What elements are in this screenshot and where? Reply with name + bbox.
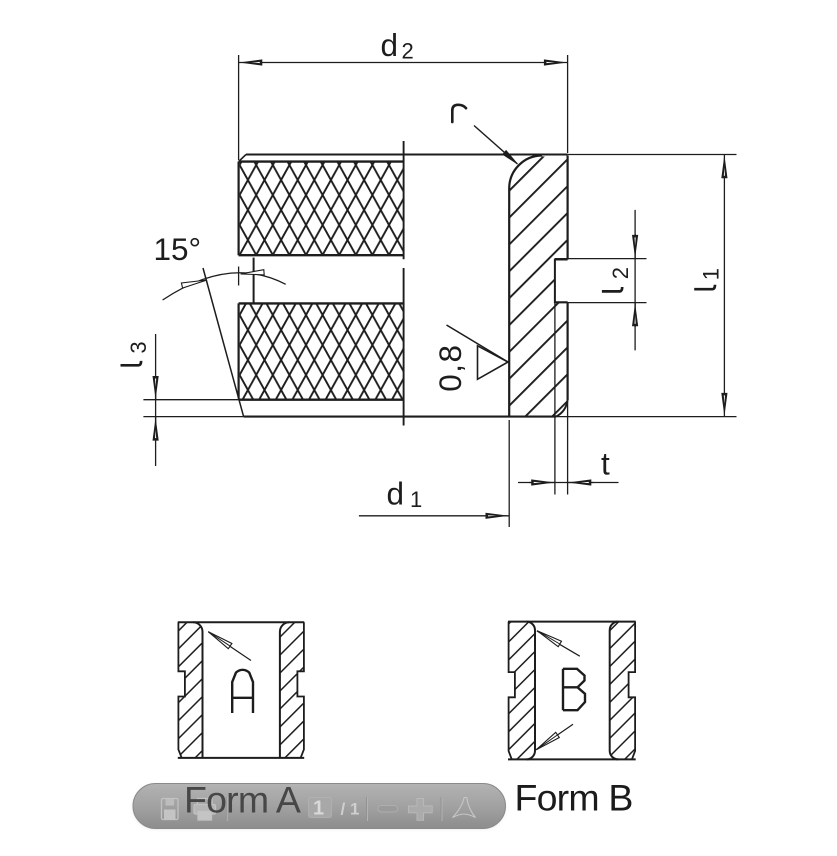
svg-text:1: 1 — [699, 268, 724, 280]
svg-text:0,8: 0,8 — [432, 344, 468, 392]
svg-text:Form A: Form A — [184, 778, 301, 820]
svg-text:2: 2 — [608, 267, 633, 279]
svg-text:t: t — [601, 446, 610, 482]
svg-text:/ 1: / 1 — [341, 800, 360, 819]
svg-text:Form B: Form B — [515, 777, 633, 819]
svg-text:d2: d2 — [381, 27, 414, 64]
svg-text:d1: d1 — [387, 476, 423, 512]
svg-text:1: 1 — [313, 798, 324, 820]
svg-text:3: 3 — [126, 341, 151, 353]
svg-text:15°: 15° — [154, 231, 202, 267]
